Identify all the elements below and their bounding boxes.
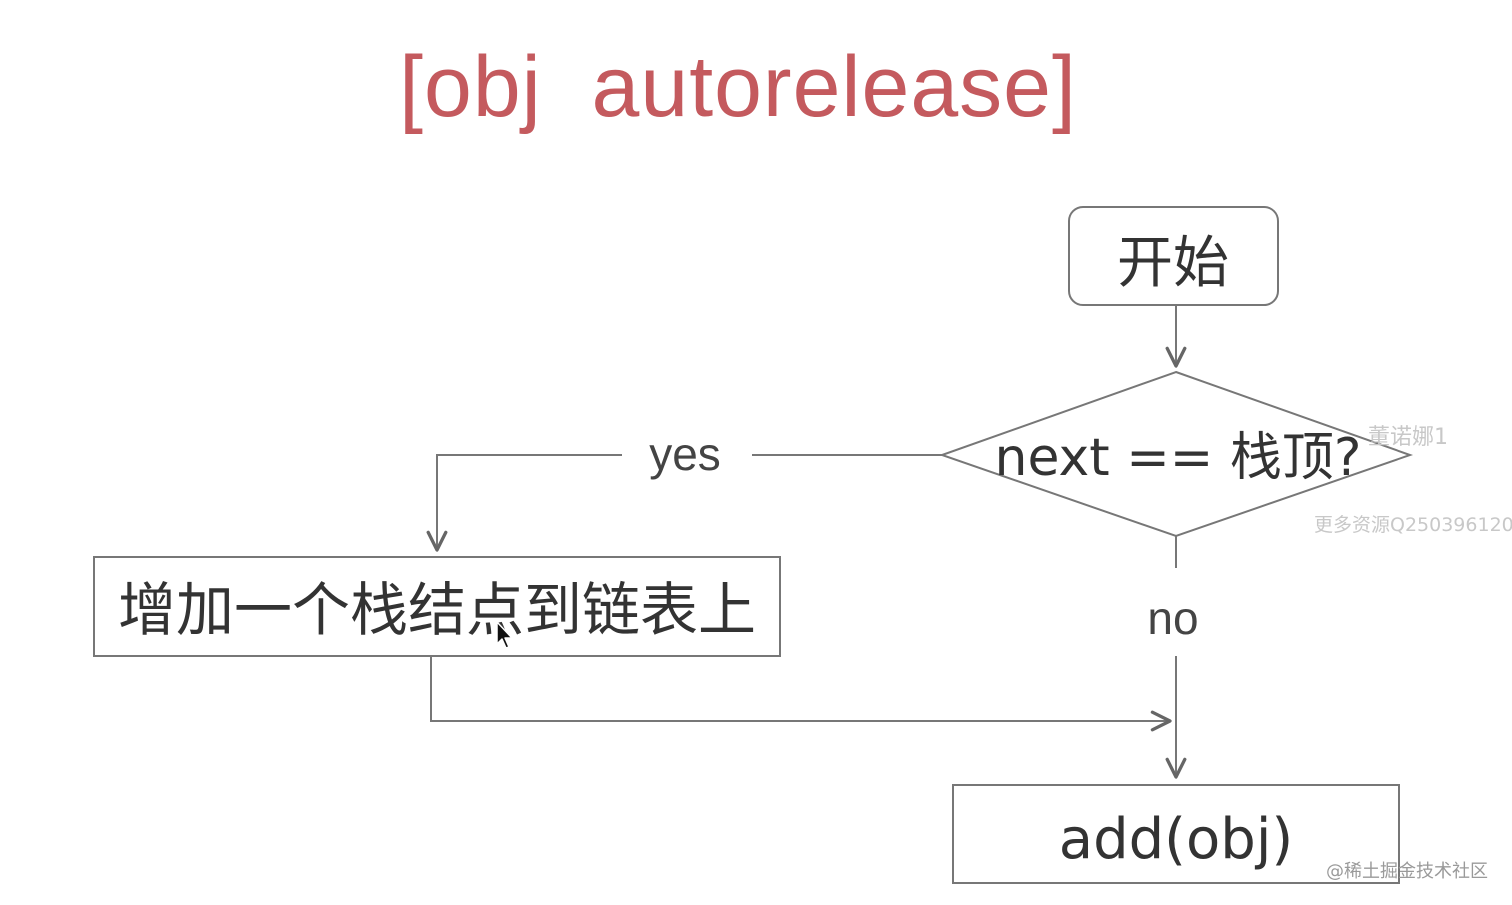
add-stack-node-label: 增加一个栈结点到链表上 xyxy=(118,576,756,644)
add-obj-label: add(obj) xyxy=(1059,807,1293,872)
watermark-resource: 更多资源Q250396120 xyxy=(1314,514,1512,536)
yes-label: yes xyxy=(649,428,721,480)
add-stack-node-box xyxy=(93,556,781,657)
diagram-title: [obj autorelease] xyxy=(399,39,1077,135)
add-obj-box xyxy=(952,784,1400,884)
decision-node-label: next == 栈顶? xyxy=(995,428,1362,488)
watermark-name: 董诺娜1 xyxy=(1368,425,1448,450)
start-node xyxy=(1068,206,1279,306)
edge-yes-to-add-node xyxy=(426,454,622,552)
edge-add-node-to-merge xyxy=(430,656,1172,732)
mouse-pointer-icon xyxy=(496,621,513,649)
watermark-site: @稀土掘金技术社区 xyxy=(1326,861,1488,882)
no-label: no xyxy=(1147,592,1198,644)
start-node-label: 开始 xyxy=(1117,231,1229,296)
